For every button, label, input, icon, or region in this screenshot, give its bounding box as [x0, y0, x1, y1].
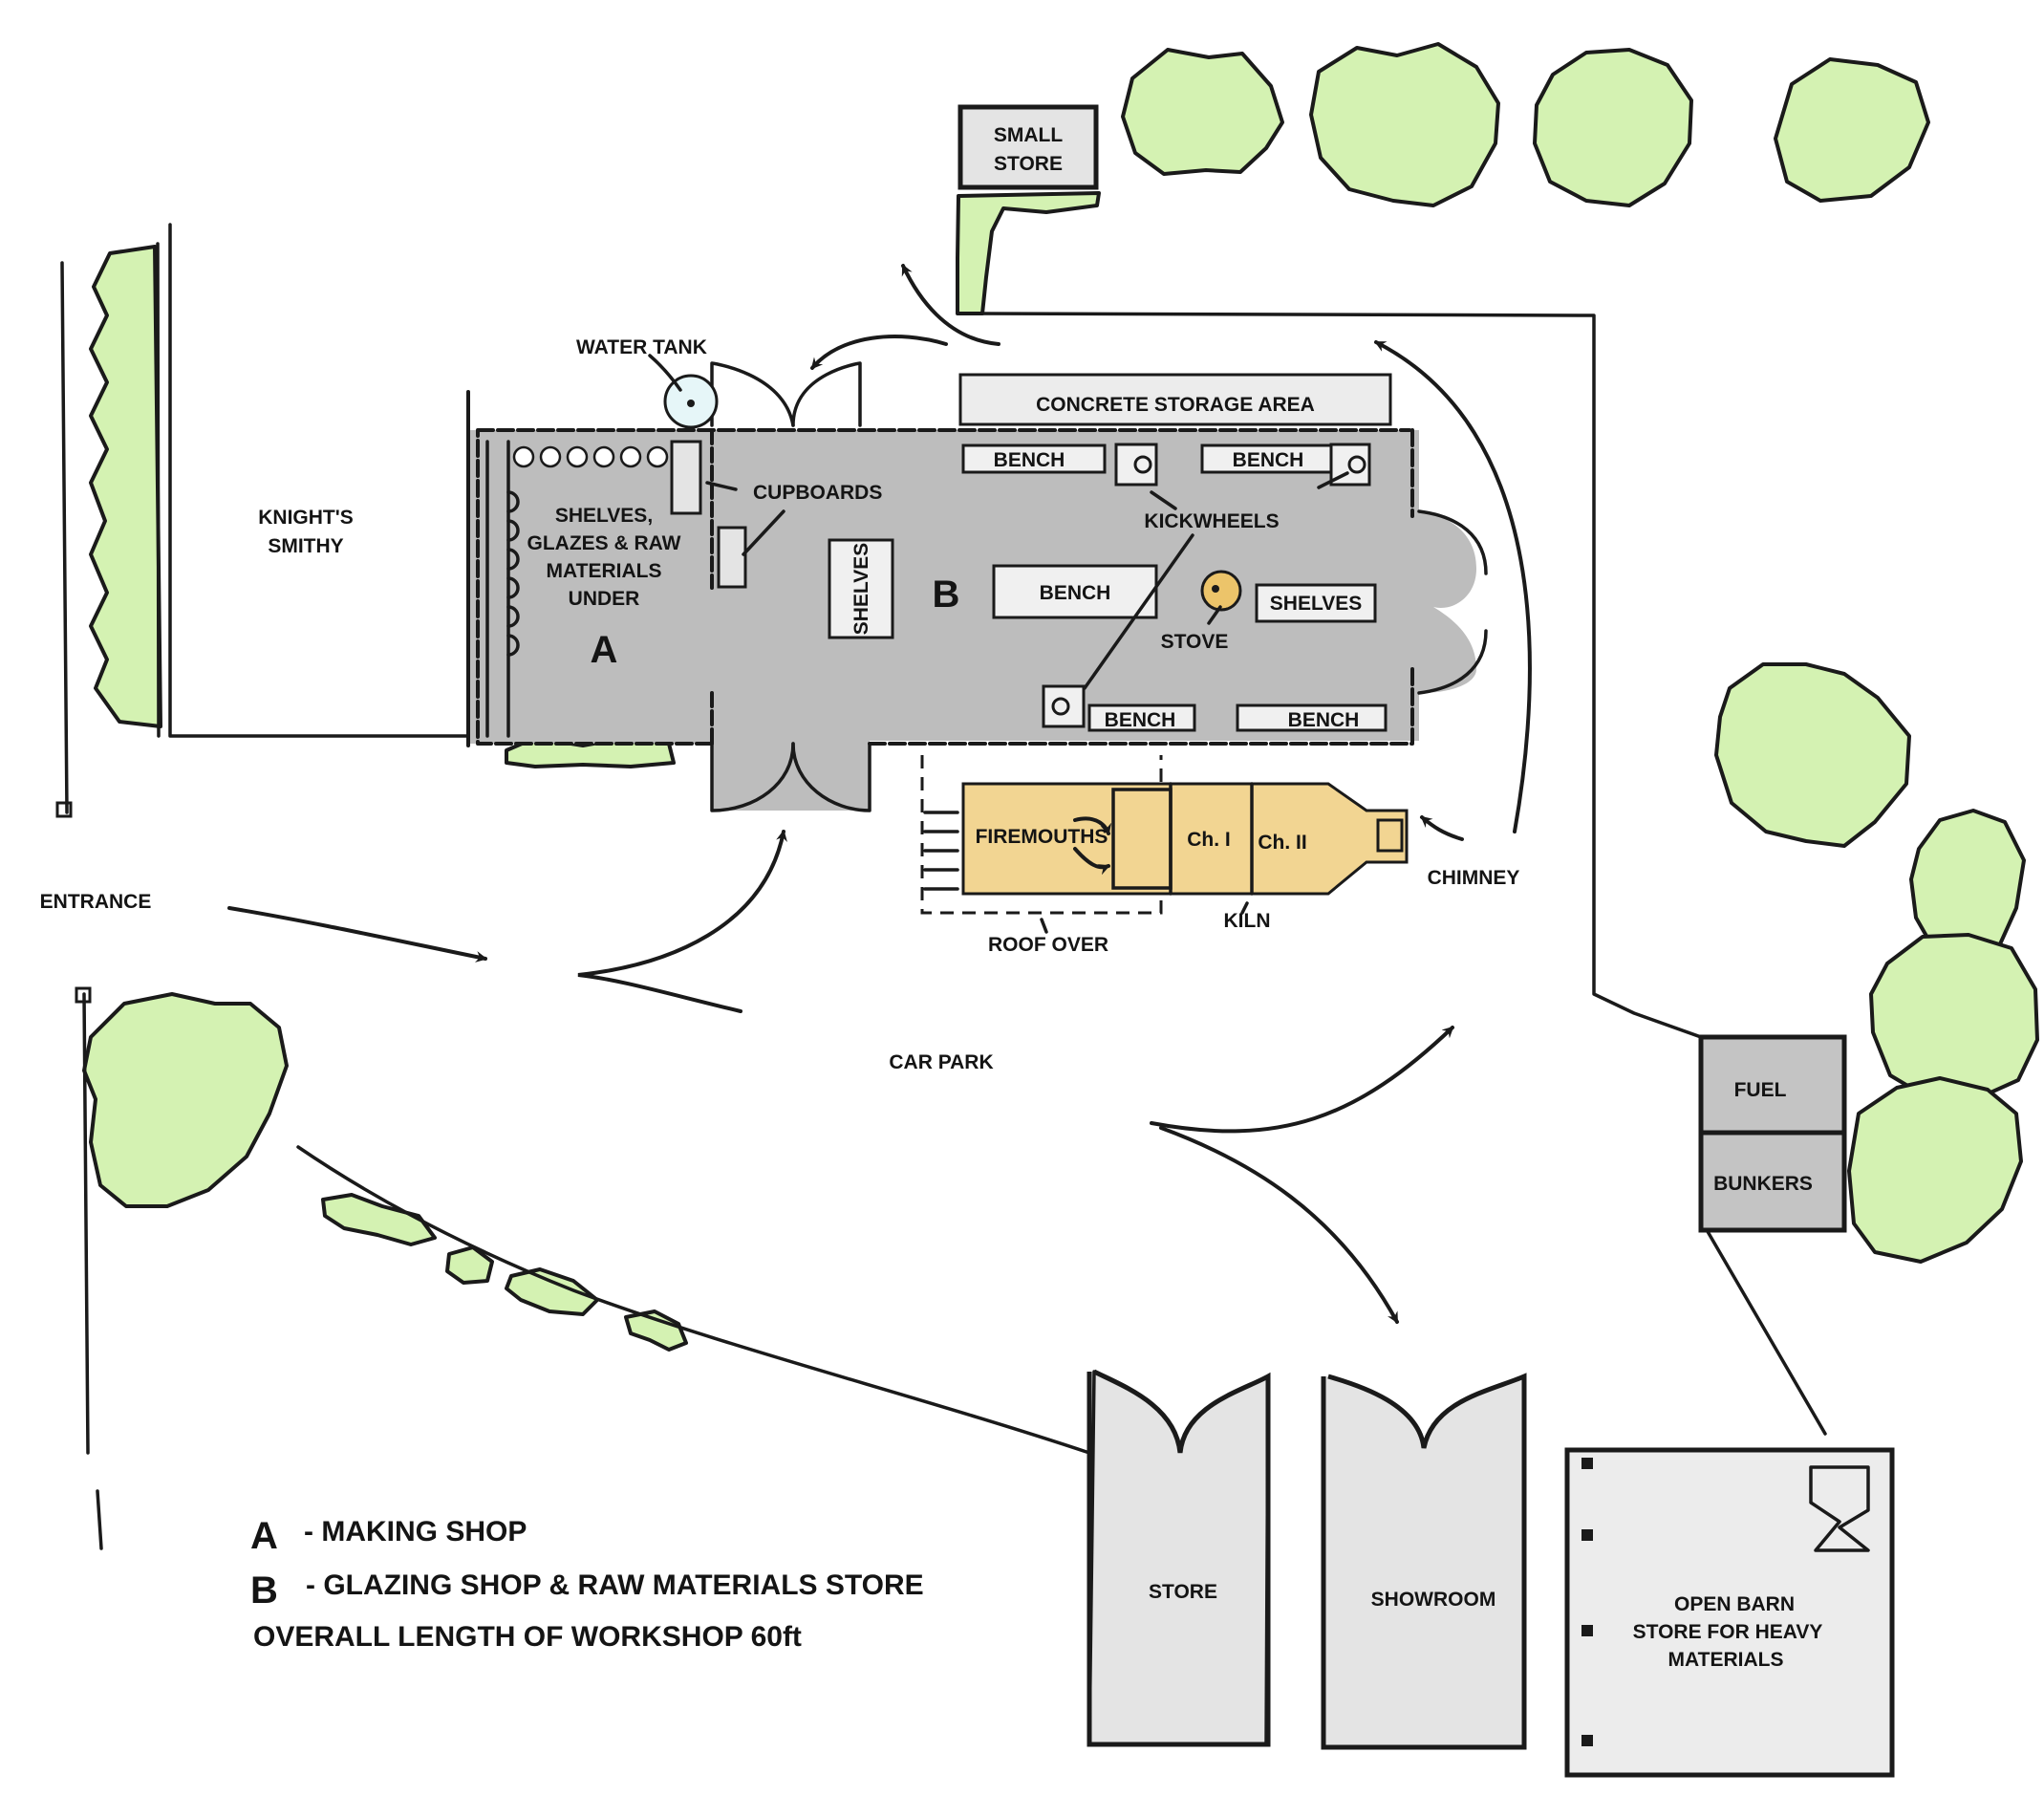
tree-top-4 — [1774, 57, 1930, 203]
shelves-vertical-label: SHELVES — [850, 543, 872, 635]
bench-bottom-right-label: BENCH — [1288, 709, 1360, 731]
stove-icon — [1200, 570, 1242, 612]
cupboard-lower — [717, 526, 747, 589]
room-a-label: A — [591, 629, 618, 671]
storage-bins — [506, 445, 669, 657]
concrete-storage-label: CONCRETE STORAGE AREA — [1036, 394, 1315, 416]
workshop-floor — [468, 430, 1476, 811]
store-label: STORE — [1149, 1581, 1217, 1603]
water-tank-label: WATER TANK — [576, 336, 707, 358]
labels: WATER TANK CONCRETE STORAGE AREA BENCH B… — [40, 336, 1823, 1671]
knights-smithy-label-1: KNIGHT'S — [258, 507, 354, 529]
legend-a-text: - MAKING SHOP — [304, 1516, 527, 1547]
legend-a-key: A — [250, 1515, 278, 1557]
showroom-label: SHOWROOM — [1371, 1589, 1496, 1611]
open-barn — [1564, 1447, 1895, 1778]
small-store: SMALL STORE — [957, 104, 1099, 190]
kiln — [920, 755, 1409, 915]
bench-top-left-label: BENCH — [994, 449, 1065, 471]
entrance-label: ENTRANCE — [40, 891, 152, 913]
bush-3 — [505, 1267, 599, 1316]
workshop — [466, 361, 1488, 812]
bench-bottom-left — [1087, 703, 1196, 732]
tree-right-4 — [1847, 1076, 2023, 1264]
shelves-right — [1255, 583, 1377, 623]
open-barn-label-3: MATERIALS — [1668, 1649, 1784, 1671]
legend-note: OVERALL LENGTH OF WORKSHOP 60ft — [253, 1621, 802, 1653]
bunkers-label: BUNKERS — [1713, 1173, 1813, 1195]
cupboards-label: CUPBOARDS — [753, 482, 882, 504]
legend-b-key: B — [250, 1569, 278, 1612]
tree-right-3 — [1869, 933, 2039, 1101]
cupboard-upper — [670, 440, 702, 515]
hedge-small-store — [956, 191, 1101, 315]
kickwheels — [1042, 443, 1371, 728]
shelves-vertical — [828, 538, 894, 639]
firemouths-label: FIREMOUTHS — [976, 826, 1108, 848]
shelves-right-label: SHELVES — [1270, 593, 1362, 615]
bench-top-right — [1200, 444, 1345, 474]
bush-1 — [321, 1193, 437, 1246]
showroom-building — [1321, 1373, 1527, 1750]
bush-4 — [624, 1309, 688, 1352]
car-park-label: CAR PARK — [889, 1051, 993, 1073]
bench-top-left — [961, 444, 1107, 474]
tree-top-3 — [1533, 48, 1693, 207]
legend: A - MAKING SHOP B - GLAZING SHOP & RAW M… — [250, 1515, 924, 1653]
open-barn-label-1: OPEN BARN — [1674, 1593, 1795, 1615]
chamber-1-label: Ch. I — [1187, 829, 1231, 851]
knights-smithy-label-2: SMITHY — [268, 535, 343, 557]
tree-right-2 — [1909, 809, 2026, 958]
tree-top-1 — [1121, 48, 1284, 176]
legend-b-text: - GLAZING SHOP & RAW MATERIALS STORE — [306, 1569, 924, 1601]
kiln-label: KILN — [1224, 910, 1271, 932]
kickwheels-label: KICKWHEELS — [1144, 510, 1279, 532]
bench-bottom-right — [1236, 703, 1388, 732]
tree-left — [82, 992, 289, 1208]
chimney-label: CHIMNEY — [1428, 867, 1520, 889]
boundary-lines — [55, 223, 1827, 1550]
fuel-bunkers — [1698, 1034, 1847, 1233]
concrete-storage-area — [958, 373, 1392, 426]
shelves-a-label-3: MATERIALS — [547, 560, 662, 582]
shelves-a-label-1: SHELVES, — [555, 505, 653, 527]
small-store-label-2: STORE — [994, 153, 1063, 175]
bench-bottom-left-label: BENCH — [1105, 709, 1176, 731]
bench-center-label: BENCH — [1040, 582, 1111, 604]
trees — [82, 42, 2039, 1352]
bench-center — [992, 564, 1158, 619]
small-store-label-1: SMALL — [994, 124, 1063, 146]
open-barn-label-2: STORE FOR HEAVY — [1633, 1621, 1823, 1643]
roof-over-label: ROOF OVER — [988, 934, 1108, 956]
tree-right-1 — [1714, 662, 1911, 848]
shelves-a-label-4: UNDER — [569, 588, 640, 610]
store-building — [1087, 1369, 1271, 1747]
stove-label: STOVE — [1161, 631, 1229, 653]
room-b-label: B — [933, 573, 960, 616]
chamber-2-label: Ch. II — [1258, 832, 1306, 854]
kiln-body — [961, 782, 1409, 896]
leader-lines — [648, 354, 1349, 934]
bench-top-right-label: BENCH — [1233, 449, 1304, 471]
tree-top-2 — [1309, 42, 1500, 207]
shelves-a-label-2: GLAZES & RAW — [527, 532, 681, 554]
hedge-left — [89, 245, 162, 728]
flow-arrows — [227, 264, 1532, 1324]
fuel-label: FUEL — [1734, 1079, 1787, 1101]
